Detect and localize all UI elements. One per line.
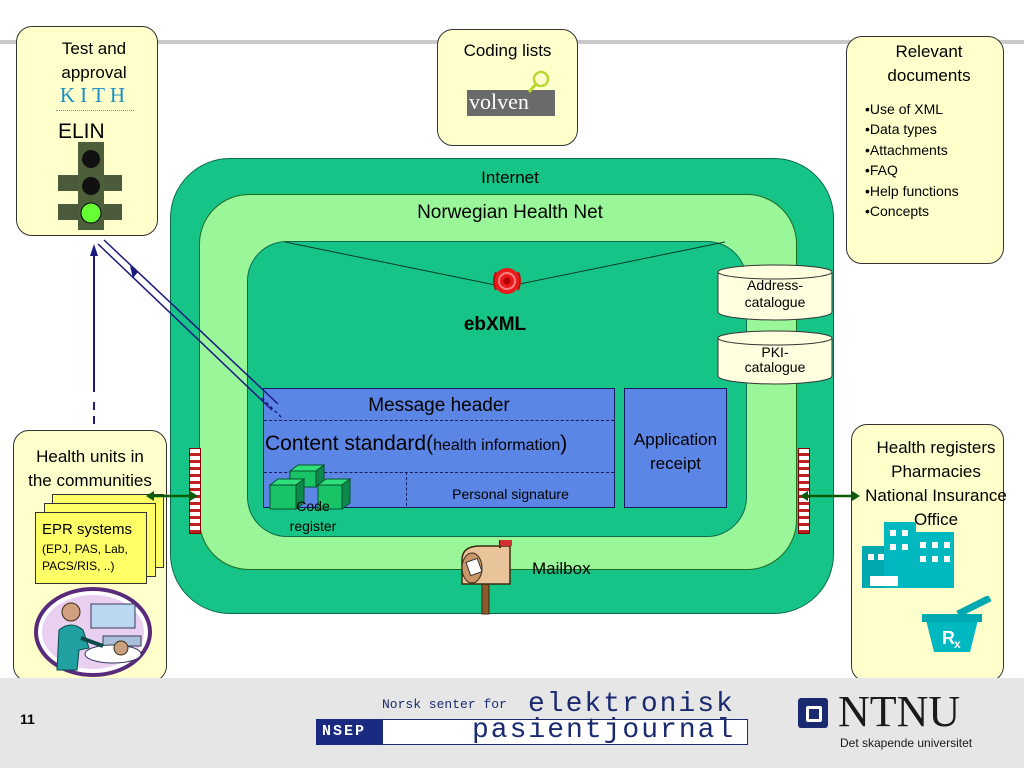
ntnu-tagline: Det skapende universitet [840, 736, 973, 750]
right-firewall [798, 448, 810, 534]
hospital-icon [862, 522, 954, 588]
nsep-big-text-2: pasientjournal [472, 715, 736, 746]
code-register-icon [268, 464, 352, 510]
ebxml-label: ebXML [463, 314, 527, 335]
coding-lists-box [437, 29, 578, 146]
documents-list: •Use of XML •Data types •Attachments •FA… [865, 99, 959, 221]
epr-systems-card: EPR systems (EPJ, PAS, Lab, PACS/RIS, ..… [35, 512, 147, 584]
pharmacy-rx-icon: R x [922, 596, 992, 652]
document-item: •Concepts [865, 203, 930, 220]
nsep-big-text-1: elektronisk [528, 689, 735, 720]
volven-logo: volven [467, 70, 555, 118]
nsep-small-text: Norsk senter for [382, 697, 507, 712]
traffic-light-icon [58, 142, 122, 230]
test-approval-title: Test and approval [61, 39, 127, 82]
mailbox-icon [461, 540, 512, 615]
document-item: •Attachments [865, 141, 948, 158]
ntnu-square-icon [798, 698, 828, 728]
magnifier-icon [527, 70, 550, 93]
relevant-documents-box [846, 36, 1004, 264]
application-receipt-box [624, 388, 727, 508]
health-registers-title: Health registers Pharmacies National Ins… [865, 438, 1007, 529]
content-standard-label: Content standard(health information) [265, 432, 568, 455]
pki-catalogue-cylinder [717, 330, 833, 385]
health-net-label: Norwegian Health Net [417, 202, 603, 223]
wax-seal-icon [493, 268, 521, 294]
pki-catalogue-label: PKI- catalogue [744, 344, 806, 375]
message-header-divider [264, 420, 614, 421]
kith-logo: KITH [52, 84, 138, 118]
application-receipt-label: Application receipt [633, 430, 718, 473]
svg-text:R: R [942, 628, 955, 648]
document-item: •Help functions [865, 182, 959, 199]
volven-logo-text: volven [469, 89, 529, 114]
mailbox-label: Mailbox [532, 559, 591, 578]
personal-signature-box: Personal signature [406, 472, 614, 506]
svg-text:x: x [954, 637, 961, 651]
doctor-patient-icon [34, 587, 152, 677]
page-number: 11 [20, 711, 35, 727]
elin-label: ELIN [58, 120, 105, 143]
address-catalogue-label: Address- catalogue [744, 277, 806, 310]
nsep-label: NSEP [322, 723, 367, 740]
left-firewall [189, 448, 201, 534]
document-item: •Data types [865, 121, 937, 138]
coding-lists-title: Coding lists [463, 41, 552, 60]
document-item: •Use of XML [865, 101, 944, 117]
health-units-title: Health units in the communities [28, 447, 152, 490]
document-item: •FAQ [865, 162, 898, 179]
code-register-label: Code register [289, 498, 337, 534]
message-header-label: Message header [368, 395, 510, 416]
signature-divider [264, 472, 614, 473]
relevant-documents-title: Relevant documents [887, 42, 971, 85]
address-catalogue-cylinder [717, 264, 833, 321]
kith-logo-text: KITH [59, 83, 131, 107]
nsep-logo: Norsk senter for elektronisk NSEP pasien… [316, 689, 756, 753]
ntnu-wordmark: NTNU [838, 687, 961, 736]
internet-label: Internet [481, 168, 539, 187]
ntnu-logo: NTNU Det skapende universitet [798, 687, 1008, 754]
